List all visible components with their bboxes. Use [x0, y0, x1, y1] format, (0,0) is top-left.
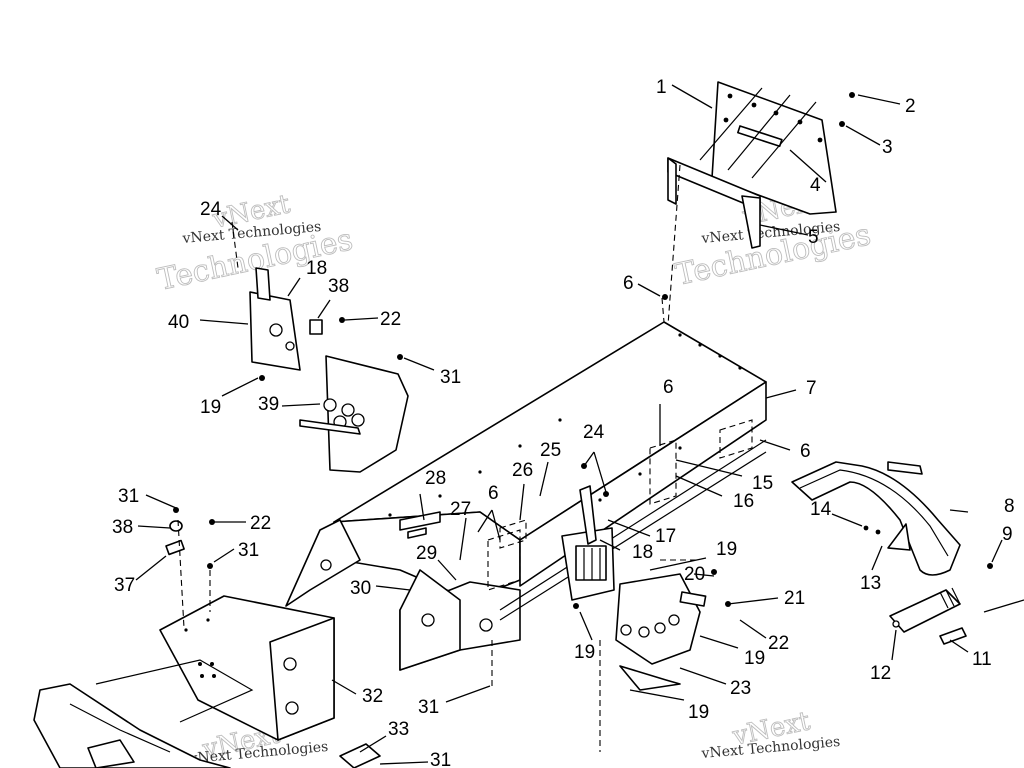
callout-18: 18 [306, 258, 327, 279]
callout-38: 38 [112, 517, 133, 538]
callout-9: 9 [1002, 524, 1013, 545]
callout-19: 19 [574, 642, 595, 663]
callout-2: 2 [905, 96, 916, 117]
callout-32: 32 [362, 686, 383, 707]
callout-8: 8 [1004, 496, 1015, 517]
watermark-right: vNext vNext Technologies Technologies [672, 186, 874, 294]
clip [309, 319, 323, 335]
callout-4: 4 [810, 175, 821, 196]
rear-bumper-assembly [791, 461, 993, 645]
callout-24: 24 [200, 199, 222, 220]
callout-17: 17 [655, 526, 676, 547]
callout-6: 6 [663, 377, 674, 398]
callout-31: 31 [238, 540, 259, 561]
callout-18: 18 [632, 542, 653, 563]
callout-22: 22 [250, 513, 271, 534]
callout-27: 27 [450, 499, 471, 520]
callout-19: 19 [688, 702, 709, 723]
callout-31: 31 [430, 750, 451, 768]
callout-31: 31 [418, 697, 439, 718]
callout-25: 25 [540, 440, 561, 461]
callout-6: 6 [623, 273, 634, 294]
callout-29: 29 [416, 543, 437, 564]
front-end-assembly [33, 507, 381, 768]
callout-19: 19 [744, 648, 765, 669]
callout-21: 21 [784, 588, 805, 609]
callout-38: 38 [328, 276, 349, 297]
callout-40: 40 [168, 312, 189, 333]
callout-23: 23 [730, 678, 751, 699]
callout-7: 7 [806, 378, 817, 399]
callout-14: 14 [810, 499, 832, 520]
callout-24: 24 [583, 422, 605, 443]
callout-6: 6 [488, 483, 499, 504]
callout-26: 26 [512, 460, 533, 481]
callout-3: 3 [882, 137, 893, 158]
callout-33: 33 [388, 719, 409, 740]
callout-19: 19 [200, 397, 221, 418]
center-bracket-assembly [561, 463, 731, 691]
callout-28: 28 [425, 468, 446, 489]
callout-1: 1 [656, 77, 667, 98]
watermark-left: vNext vNext Technologies Technologies [154, 189, 356, 299]
mounting-plate-assembly [667, 81, 855, 249]
callout-13: 13 [860, 573, 881, 594]
callout-11: 11 [972, 649, 992, 670]
callout-22: 22 [768, 633, 789, 654]
callout-12: 12 [870, 663, 891, 684]
callout-31: 31 [440, 367, 461, 388]
callout-5: 5 [808, 227, 819, 248]
callout-20: 20 [684, 564, 705, 585]
callout-39: 39 [258, 394, 279, 415]
callout-15: 15 [752, 473, 773, 494]
callout-16: 16 [733, 491, 754, 512]
callout-labels: 1 2 3 4 5 6 7 6 6 15 16 8 9 14 13 12 11 … [112, 77, 1015, 768]
callout-30: 30 [350, 578, 371, 599]
watermark-bottom-right: vNext vNext Technologies [700, 706, 841, 762]
callout-31: 31 [118, 486, 139, 507]
callout-19: 19 [716, 539, 737, 560]
callout-22: 22 [380, 309, 401, 330]
left-bracket-assembly [249, 267, 409, 473]
callout-6: 6 [800, 441, 811, 462]
callout-37: 37 [114, 575, 135, 596]
